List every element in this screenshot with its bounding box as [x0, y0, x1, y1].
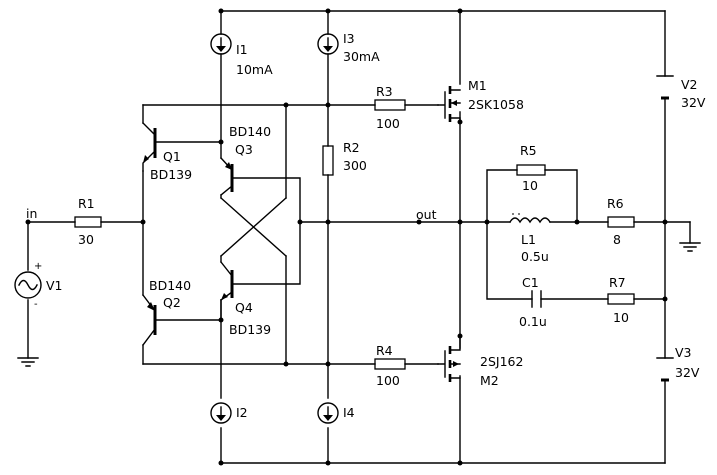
- mosfet-m1: [437, 86, 461, 123]
- current-source-i4: [317, 402, 339, 424]
- current-source-i3: [317, 33, 339, 55]
- label-r7-value: 10: [613, 310, 629, 325]
- label-i3-name: I3: [343, 31, 355, 46]
- label-q3-name: Q3: [235, 142, 253, 157]
- label-m2-model: 2SJ162: [480, 354, 523, 369]
- label-r6-name: R6: [607, 196, 624, 211]
- label-i1-name: I1: [236, 42, 248, 57]
- wire-q3-base: [231, 177, 301, 285]
- label-r2-value: 300: [343, 158, 367, 173]
- label-r1-value: 30: [78, 232, 94, 247]
- resistor-r7: [607, 293, 635, 305]
- ground-symbol-v1: [17, 357, 39, 367]
- wires: [27, 10, 691, 464]
- battery-v2: [656, 75, 674, 100]
- junction-dot: [457, 219, 463, 225]
- label-v1-minus: -: [34, 299, 38, 310]
- label-i3-value: 30mA: [343, 49, 380, 64]
- label-i2-name: I2: [236, 405, 248, 420]
- wire-r5-loop: [486, 169, 578, 223]
- label-q4-name: Q4: [235, 300, 253, 315]
- transistor-q1: [142, 122, 157, 172]
- resistor-r2: [322, 145, 334, 176]
- wire-cross: [220, 197, 287, 257]
- resistor-r6: [607, 216, 635, 228]
- junction-dot: [218, 460, 224, 466]
- label-r4-value: 100: [376, 373, 400, 388]
- label-m2-name: M2: [480, 373, 499, 388]
- inductor-l1: [509, 217, 551, 224]
- resistor-r5: [516, 164, 546, 176]
- label-c1-value: 0.1u: [519, 314, 547, 329]
- resistor-r3: [374, 99, 406, 111]
- transistor-q3: [220, 157, 234, 196]
- junction-dot: [325, 8, 331, 14]
- junction-dot: [283, 361, 289, 367]
- resistor-r4: [374, 358, 406, 370]
- junction-dot: [218, 317, 224, 323]
- mosfet-m2: [437, 335, 461, 382]
- current-source-i2: [210, 402, 232, 424]
- label-v2-value: 32V: [681, 95, 706, 110]
- label-q1-name: Q1: [163, 149, 181, 164]
- label-v1-plus: +: [34, 261, 42, 272]
- junction-dot: [25, 219, 31, 225]
- label-r2-name: R2: [343, 140, 360, 155]
- junction-dot: [457, 8, 463, 14]
- label-r3-value: 100: [376, 116, 400, 131]
- label-v2-name: V2: [681, 77, 698, 92]
- label-i1-value: 10mA: [236, 62, 273, 77]
- ac-source-v1: [14, 271, 42, 299]
- label-r4-name: R4: [376, 343, 393, 358]
- junction-dot: [218, 8, 224, 14]
- junction-dot: [325, 219, 331, 225]
- junction-dot: [662, 219, 668, 225]
- transistor-q2: [142, 294, 157, 346]
- ground-symbol-right: [679, 242, 701, 252]
- label-l1-name: L1: [521, 232, 536, 247]
- junction-dot: [283, 102, 289, 108]
- battery-v3: [656, 357, 674, 382]
- label-m1-model: 2SK1058: [468, 97, 524, 112]
- label-v3-name: V3: [675, 345, 692, 360]
- label-q2-model: BD140: [149, 278, 191, 293]
- junction-dot: [484, 219, 490, 225]
- junction-dot: [574, 219, 580, 225]
- label-q3-model: BD140: [229, 124, 271, 139]
- junction-dot: [325, 102, 331, 108]
- capacitor-c1: [531, 290, 542, 308]
- label-q4-model: BD139: [229, 322, 271, 337]
- labels: I1 10mA I3 30mA I2 I4 R1 30 R2 300 R3 10…: [26, 31, 706, 420]
- junction-dot: [325, 460, 331, 466]
- label-l1-value: 0.5u: [521, 249, 549, 264]
- junction-dot: [297, 219, 303, 225]
- junction-dot: [416, 219, 422, 225]
- label-m1-name: M1: [468, 78, 487, 93]
- junction-dot: [140, 219, 146, 225]
- label-r1-name: R1: [78, 196, 95, 211]
- junction-dot: [662, 296, 668, 302]
- junctions: [25, 8, 668, 466]
- label-q2-name: Q2: [163, 295, 181, 310]
- label-r5-name: R5: [520, 143, 537, 158]
- label-r7-name: R7: [609, 275, 626, 290]
- label-net-in: in: [26, 206, 37, 221]
- current-source-i1: [210, 33, 232, 55]
- label-v1-name: V1: [46, 278, 63, 293]
- label-q1-model: BD139: [150, 167, 192, 182]
- junction-dot: [325, 361, 331, 367]
- label-r5-value: 10: [522, 178, 538, 193]
- wire-c1-loop: [486, 221, 666, 300]
- label-net-out: out: [416, 207, 437, 222]
- label-i4-name: I4: [343, 405, 355, 420]
- junction-dot: [457, 460, 463, 466]
- transistor-q4: [220, 261, 234, 301]
- label-v3-value: 32V: [675, 365, 700, 380]
- label-c1-name: C1: [522, 275, 539, 290]
- resistor-r1: [74, 216, 102, 228]
- junction-dot: [218, 139, 224, 145]
- label-r3-name: R3: [376, 84, 393, 99]
- label-r6-value: 8: [613, 232, 621, 247]
